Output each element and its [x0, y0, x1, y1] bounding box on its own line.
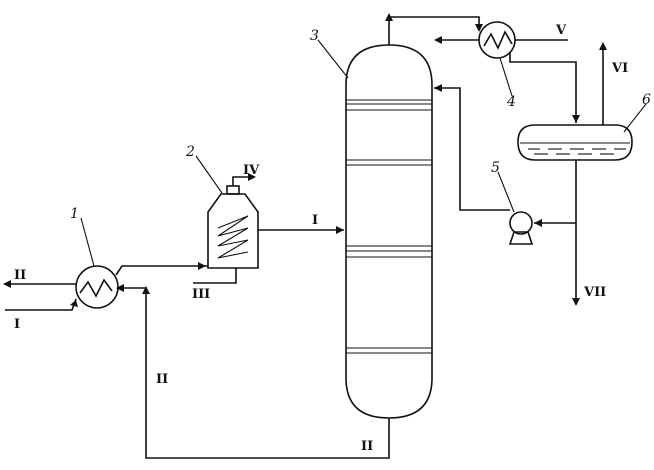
label-pump-number: 5 — [491, 160, 500, 176]
tube-furnace — [207, 185, 259, 269]
label-column-number: 3 — [310, 28, 319, 44]
stream-label-furnace-to-column: I — [312, 213, 318, 228]
label-heat-exchanger-number: 1 — [70, 206, 79, 222]
stream-label-fuel: III — [192, 287, 210, 302]
heat-exchanger — [75, 265, 119, 309]
stream-label-gas-out: VI — [611, 61, 628, 76]
label-condenser-number: 4 — [506, 94, 516, 110]
label-separator-number: 6 — [642, 92, 651, 108]
piping — [5, 16, 604, 459]
distillation-column — [345, 44, 433, 419]
stream-label-flue-gas: IV — [243, 163, 260, 178]
label-furnace-number: 2 — [185, 144, 195, 160]
stream-label-feed: I — [14, 317, 20, 332]
reflux-pump — [508, 211, 534, 245]
column-trays — [346, 99, 432, 354]
leader-lines — [80, 39, 647, 267]
flow-arrows — [3, 13, 607, 307]
stream-label-distillate: VII — [583, 285, 606, 300]
stream-label-bottoms-out: II — [14, 268, 26, 283]
stream-label-coolant: V — [555, 23, 567, 38]
reflux-drum — [517, 124, 633, 161]
stream-label-column-bottom: II — [361, 439, 373, 454]
stream-label-bottoms-return: II — [156, 372, 168, 387]
